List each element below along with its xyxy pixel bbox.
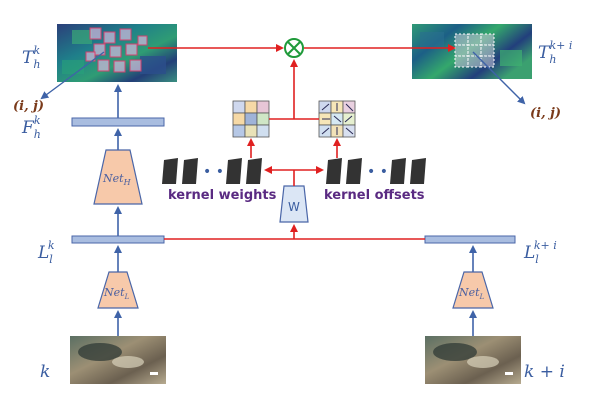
label-ij-right: (i, j) (530, 106, 561, 121)
kernel-offsets-dots: • • (367, 164, 388, 180)
kernel-offsets-blocks (326, 158, 426, 184)
label-l-l-ki: Llk+ i (523, 239, 557, 266)
pointer-left-ij (40, 51, 105, 100)
pointer-right-ij (472, 51, 526, 105)
regular-grid-overlay (454, 33, 495, 68)
offset-arrows-grid-icon (318, 100, 356, 138)
w-block: W (279, 185, 309, 223)
label-t-h-ki: Thk+ i (538, 39, 572, 66)
kernel-weights-blocks (162, 158, 262, 184)
label-f-h-k: Fhk (21, 114, 41, 141)
net-l-right-block: NetL (452, 271, 494, 309)
feature-bar-l-l-ki (424, 235, 516, 244)
svg-text:W: W (288, 200, 300, 214)
net-l-left-block: NetL (97, 271, 139, 309)
kernel-weights-label: kernel weights (168, 188, 277, 203)
feature-bar-f-h-k (71, 117, 165, 127)
video-frame-k (70, 336, 166, 384)
label-t-h-k: Thk (22, 44, 40, 71)
svg-text:NetL: NetL (103, 286, 130, 301)
sampling-grid-overlay (85, 27, 148, 73)
feature-bar-l-l-k (71, 235, 165, 244)
label-frame-ki: k + i (524, 362, 565, 382)
feature-map-t-h-ki (412, 24, 532, 79)
video-frame-ki (425, 336, 521, 384)
kernel-weights-dots: • • (203, 164, 224, 180)
label-frame-k: k (40, 362, 50, 382)
svg-text:NetL: NetL (458, 286, 485, 301)
kernel-offsets-label: kernel offsets (324, 188, 425, 203)
label-l-l-k: Llk (37, 239, 55, 266)
circled-times-icon (284, 38, 304, 58)
svg-text:NetH: NetH (102, 172, 132, 187)
net-h-block: NetH (93, 149, 143, 205)
weight-grid-icon (232, 100, 270, 138)
label-ij-left: (i, j) (13, 99, 44, 114)
